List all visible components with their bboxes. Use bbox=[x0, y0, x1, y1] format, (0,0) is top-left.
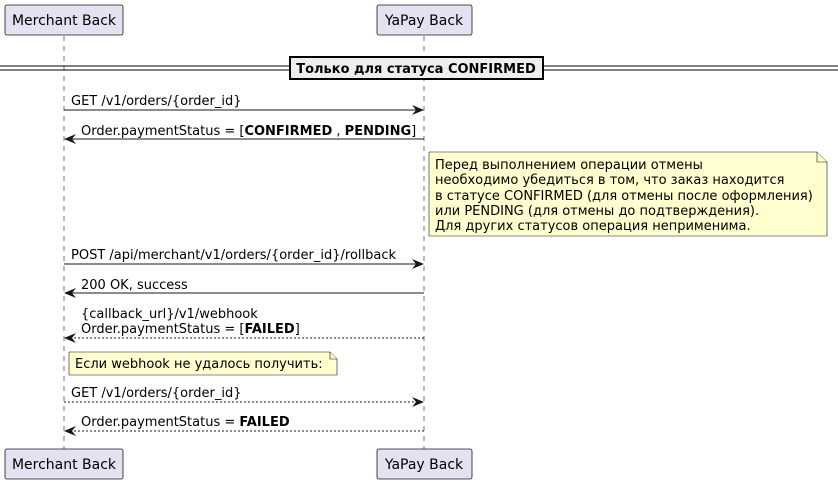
note-line: или PENDING (для отмены до подтверждения… bbox=[435, 204, 759, 219]
message-status-failed: Order.paymentStatus = FAILED bbox=[64, 415, 424, 436]
participant-merchant-top: Merchant Back bbox=[4, 4, 124, 36]
note-line: Для других статусов операция неприменима… bbox=[435, 219, 751, 234]
message-label: Order.paymentStatus = [FAILED] bbox=[81, 322, 300, 337]
note-line: Если webhook не удалось получить: bbox=[75, 357, 323, 372]
message-label: 200 OK, success bbox=[81, 278, 188, 293]
participant-merchant-bottom: Merchant Back bbox=[4, 448, 124, 480]
participant-label: Merchant Back bbox=[12, 457, 117, 473]
message-get-order: GET /v1/orders/{order_id} bbox=[64, 94, 424, 115]
message-label: GET /v1/orders/{order_id} bbox=[71, 94, 241, 109]
message-post-rollback: POST /api/merchant/v1/orders/{order_id}/… bbox=[64, 248, 424, 269]
message-label: Order.paymentStatus = FAILED bbox=[81, 415, 290, 430]
participant-label: YaPay Back bbox=[384, 13, 464, 29]
participant-yapay-bottom: YaPay Back bbox=[376, 448, 473, 480]
message-label: Order.paymentStatus = [CONFIRMED , PENDI… bbox=[81, 124, 416, 139]
note-webhook-fallback: Если webhook не удалось получить: bbox=[68, 351, 338, 376]
message-get-order-fallback: GET /v1/orders/{order_id} bbox=[64, 386, 424, 407]
divider-confirmed: Только для статуса CONFIRMED bbox=[0, 56, 838, 80]
message-label: GET /v1/orders/{order_id} bbox=[71, 386, 241, 401]
message-payment-status-response: Order.paymentStatus = [CONFIRMED , PENDI… bbox=[64, 124, 424, 144]
participant-yapay-top: YaPay Back bbox=[376, 4, 473, 36]
message-webhook-failed: {callback_url}/v1/webhook Order.paymentS… bbox=[64, 307, 424, 343]
message-label: {callback_url}/v1/webhook bbox=[81, 307, 258, 322]
participant-label: Merchant Back bbox=[12, 13, 117, 29]
divider-label: Только для статуса CONFIRMED bbox=[296, 62, 536, 77]
participant-label: YaPay Back bbox=[384, 457, 464, 473]
note-cancel-conditions: Перед выполнением операции отмены необхо… bbox=[428, 151, 828, 237]
message-label: POST /api/merchant/v1/orders/{order_id}/… bbox=[71, 248, 396, 263]
note-line: в статусе CONFIRMED (для отмены после оф… bbox=[435, 189, 813, 204]
message-rollback-ok: 200 OK, success bbox=[64, 278, 424, 298]
note-line: необходимо убедиться в том, что заказ на… bbox=[435, 173, 785, 188]
note-line: Перед выполнением операции отмены bbox=[435, 158, 703, 173]
